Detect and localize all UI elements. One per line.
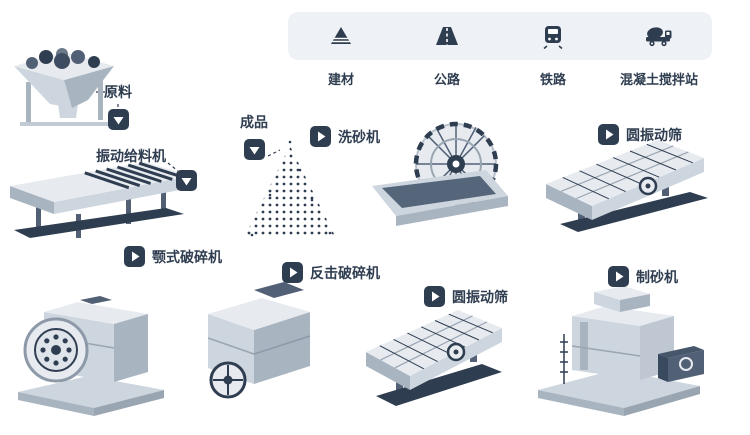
- play-icon: [606, 129, 614, 140]
- badge-vibrating-feeder[interactable]: [176, 170, 197, 191]
- badge-sand-washer[interactable]: [310, 126, 331, 147]
- badge-raw-material[interactable]: [107, 109, 129, 130]
- play-icon: [290, 267, 298, 278]
- label-text: 洗砂机: [338, 129, 380, 146]
- legend-label: 混凝土搅拌站: [619, 73, 698, 88]
- vibrating-feeder-illustration: [6, 152, 194, 244]
- label-vibrating-screen-upper: 圆振动筛: [598, 124, 682, 145]
- badge-impact-crusher[interactable]: [282, 262, 303, 283]
- label-text: 原料: [104, 85, 132, 101]
- finished-product-pile-illustration: [240, 140, 340, 242]
- legend-label: 铁路: [539, 73, 566, 88]
- applications-legend: 建材 公路 铁路: [288, 12, 712, 88]
- label-text: 颚式破碎机: [152, 249, 222, 266]
- label-vibrating-screen-lower: 圆振动筛: [424, 286, 508, 307]
- badge-finished-product[interactable]: [243, 139, 265, 160]
- vibrating-screen-lower-illustration: [362, 294, 510, 412]
- label-raw-material: 原料: [104, 82, 132, 130]
- label-sand-making-machine: 制砂机: [608, 266, 678, 287]
- legend-item-concrete-mixing-station: 混凝土搅拌站: [606, 12, 712, 88]
- sand-washer-illustration: [368, 120, 513, 232]
- play-icon: [249, 147, 259, 155]
- label-text: 成品: [240, 115, 268, 131]
- railway-icon: [540, 12, 566, 60]
- label-impact-crusher: 反击破碎机: [282, 262, 380, 283]
- badge-vibrating-screen-upper[interactable]: [598, 124, 619, 145]
- legend-item-railway: 铁路: [500, 12, 606, 88]
- play-icon: [132, 251, 140, 262]
- highway-icon: [434, 12, 460, 60]
- hopper-illustration: [12, 46, 117, 134]
- concrete-mixer-icon: [644, 12, 674, 60]
- label-text: 振动给料机: [96, 149, 166, 165]
- label-jaw-crusher: 颚式破碎机: [124, 246, 222, 267]
- play-icon: [432, 291, 440, 302]
- jaw-crusher-illustration: [14, 266, 169, 418]
- impact-crusher-illustration: [192, 276, 322, 404]
- vibrating-screen-upper-illustration: [540, 132, 712, 236]
- sand-making-machine-illustration: [528, 262, 710, 420]
- badge-jaw-crusher[interactable]: [124, 246, 145, 267]
- badge-sand-making-machine[interactable]: [608, 266, 629, 287]
- legend-item-building-materials: 建材: [288, 12, 394, 88]
- label-sand-washer: 洗砂机: [310, 126, 380, 147]
- play-icon: [616, 271, 624, 282]
- play-icon: [181, 178, 192, 186]
- building-materials-icon: [328, 12, 354, 60]
- label-text: 反击破碎机: [310, 265, 380, 282]
- legend-background: [288, 12, 712, 60]
- legend-label: 建材: [327, 73, 354, 88]
- play-icon: [318, 131, 326, 142]
- label-text: 圆振动筛: [452, 289, 508, 306]
- legend-item-highway: 公路: [394, 12, 500, 88]
- badge-vibrating-screen-lower[interactable]: [424, 286, 445, 307]
- play-icon: [113, 117, 123, 125]
- label-vibrating-feeder: 振动给料机: [96, 146, 166, 166]
- label-finished-product: 成品: [240, 112, 268, 160]
- legend-label: 公路: [433, 73, 460, 88]
- label-text: 圆振动筛: [626, 127, 682, 144]
- label-text: 制砂机: [636, 269, 678, 286]
